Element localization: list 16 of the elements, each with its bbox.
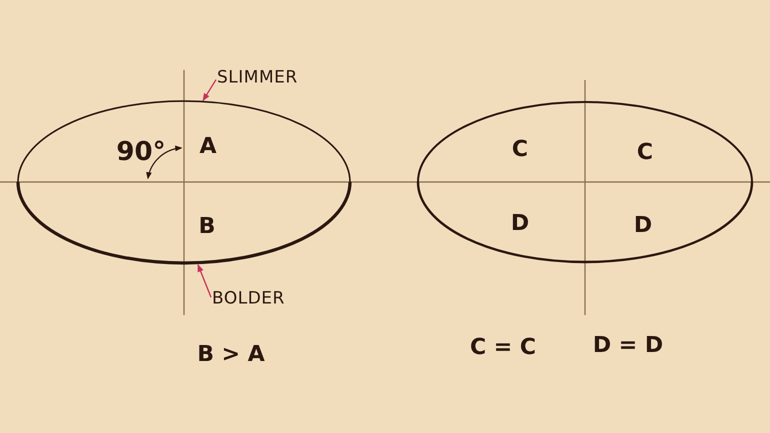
relation-label: B > A <box>197 344 265 366</box>
region-label: D <box>634 215 652 237</box>
angle-label: 90° <box>116 139 166 165</box>
relation-label: D = D <box>592 335 664 357</box>
callout-text: BOLDER <box>212 290 285 308</box>
callout-text: SLIMMER <box>217 70 298 86</box>
region-label: B <box>198 216 216 238</box>
ellipse <box>414 98 756 266</box>
leader-line <box>197 264 212 298</box>
ellipse <box>14 97 354 267</box>
region-label: C <box>636 142 654 164</box>
region-label: C <box>512 139 528 161</box>
region-label: D <box>510 213 530 235</box>
leader-line <box>202 79 217 102</box>
relation-label: C = C <box>470 337 536 359</box>
region-label: A <box>199 136 217 158</box>
